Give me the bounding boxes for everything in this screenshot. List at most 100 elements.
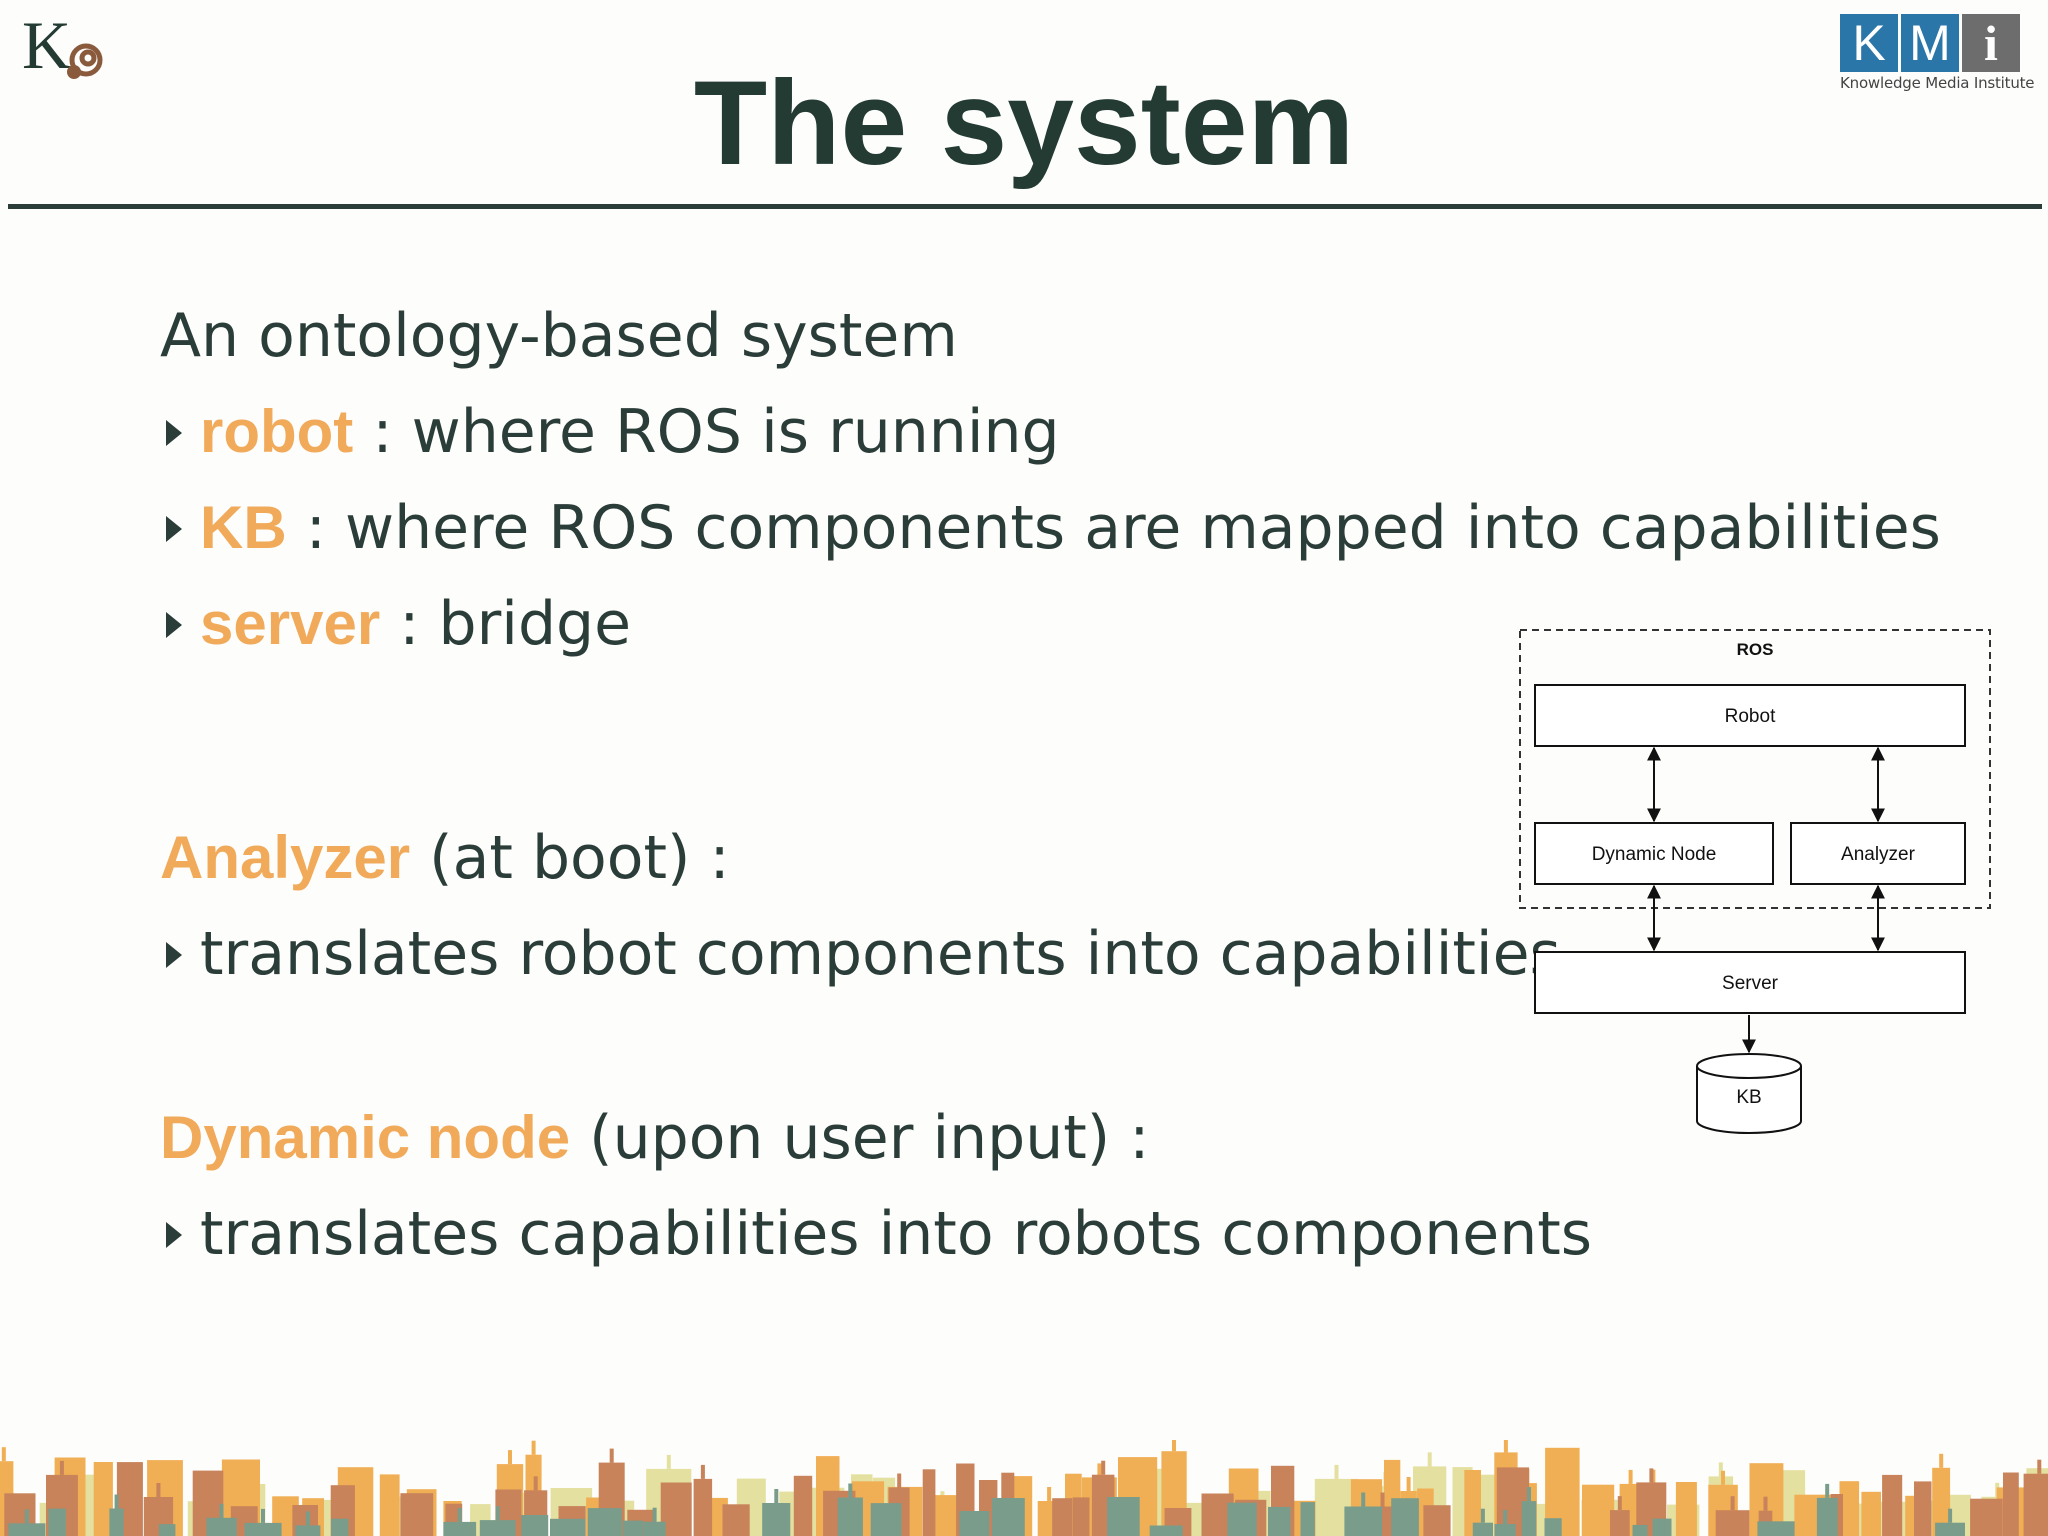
desc-robot: : where ROS is running xyxy=(353,397,1060,467)
skyline-spire xyxy=(533,1476,538,1491)
analyzer-label: Analyzer xyxy=(1841,844,1916,865)
skyline-building xyxy=(244,1522,282,1536)
skyline-spire xyxy=(1334,1464,1339,1479)
skyline-building xyxy=(1861,1491,1881,1536)
server-box xyxy=(1534,951,1966,1014)
skyline-spire xyxy=(1503,1440,1508,1453)
skyline-building xyxy=(1652,1518,1672,1536)
dynamic-node-description: translates capabilities into robots comp… xyxy=(200,1199,1593,1269)
skyline-spire xyxy=(1480,1508,1485,1523)
bullet-server: server : bridge xyxy=(160,588,631,660)
skyline-building xyxy=(1423,1505,1451,1536)
skyline-building xyxy=(1544,1518,1562,1536)
skyline-building xyxy=(622,1520,644,1536)
skyline-building xyxy=(443,1521,477,1536)
skyline-spire xyxy=(1721,1470,1725,1485)
skyline-building xyxy=(793,1475,813,1536)
server-label: Server xyxy=(1722,973,1779,994)
skyline-spire xyxy=(1527,1487,1531,1502)
skyline-building xyxy=(400,1493,434,1536)
skyline-spire xyxy=(609,1448,614,1463)
skyline-building xyxy=(93,1462,113,1536)
ros-group-box xyxy=(1519,629,1991,909)
skyline-building xyxy=(1300,1502,1315,1536)
bullet-dynamic-node: translates capabilities into robots comp… xyxy=(160,1198,1592,1270)
skyline-spire xyxy=(2037,1459,2042,1474)
architecture-diagram: ROS Robot Dynamic Node Analyzer Server K… xyxy=(1519,629,1991,1134)
term-robot: robot xyxy=(200,398,354,465)
bullet-kb: KB : where ROS components are mapped int… xyxy=(160,492,1941,564)
skyline-building xyxy=(693,1478,713,1536)
desc-server: : bridge xyxy=(380,589,632,659)
skyline-building xyxy=(2003,1472,2019,1536)
skyline-building xyxy=(109,1508,124,1536)
skyline-spire xyxy=(1649,1468,1654,1483)
skyline-spire xyxy=(114,1494,119,1509)
skyline-spire xyxy=(1730,1496,1735,1511)
skyline-building xyxy=(660,1482,692,1536)
skyline-building xyxy=(643,1521,666,1536)
bullet-triangle-icon xyxy=(166,612,182,638)
robot-box xyxy=(1534,684,1966,747)
skyline-spire xyxy=(531,1440,536,1455)
skyline-spire xyxy=(219,1503,224,1518)
skyline-building xyxy=(762,1503,791,1536)
intro-text: An ontology-based system xyxy=(160,301,958,371)
skyline-spire xyxy=(1948,1508,1953,1523)
bullet-triangle-icon xyxy=(166,420,182,446)
kmi-logo: K M i Knowledge Media Institute xyxy=(1840,14,2035,94)
skyline-building xyxy=(1344,1506,1383,1536)
skyline-building xyxy=(1149,1525,1183,1536)
skyline-building xyxy=(1107,1497,1140,1536)
dynamic-node-label: Dynamic Node xyxy=(1592,844,1717,865)
bullet-triangle-icon xyxy=(166,1222,182,1248)
skyline-spire xyxy=(652,1507,657,1522)
skyline-building xyxy=(1391,1498,1419,1536)
desc-kb: : where ROS components are mapped into c… xyxy=(286,493,1941,563)
skyline-spire xyxy=(897,1473,902,1488)
skyline-building xyxy=(991,1498,1025,1536)
kmi-letter-k: K xyxy=(1840,14,1898,72)
dynamic-node-qualifier: (upon user input) : xyxy=(570,1103,1150,1173)
skyline-spire xyxy=(1427,1452,1432,1467)
title-divider xyxy=(8,204,2042,209)
bullet-triangle-icon xyxy=(166,516,182,542)
skyline-building xyxy=(1932,1467,1951,1536)
skyline-spire xyxy=(156,1483,161,1497)
analyzer-heading: Analyzer (at boot) : xyxy=(160,822,730,894)
skyline-spire xyxy=(1825,1483,1830,1498)
skyline-building xyxy=(1935,1522,1965,1536)
skyline-spire xyxy=(1763,1496,1768,1511)
skyline-building xyxy=(1882,1474,1903,1536)
skyline-building xyxy=(1839,1481,1860,1536)
ros-label: ROS xyxy=(1737,640,1774,659)
skyline-spire xyxy=(59,1460,64,1475)
kmi-caption: Knowledge Media Institute xyxy=(1840,74,2035,92)
bullet-triangle-icon xyxy=(166,942,182,968)
skyline-spire xyxy=(1172,1440,1176,1452)
term-analyzer: Analyzer xyxy=(160,824,411,891)
skyline-building xyxy=(722,1504,750,1536)
skyline-building xyxy=(379,1474,400,1536)
skyline-building xyxy=(870,1503,902,1536)
term-server: server xyxy=(200,590,381,657)
bullet-robot: robot : where ROS is running xyxy=(160,396,1060,468)
skyline-spire xyxy=(261,1508,265,1523)
skyline-spire xyxy=(1406,1477,1411,1491)
skyline-spire xyxy=(1718,1462,1723,1477)
skyline-building xyxy=(1521,1501,1537,1536)
skyline-building xyxy=(1582,1484,1615,1536)
skyline-building xyxy=(1072,1497,1090,1536)
analyzer-box xyxy=(1790,822,1966,885)
skyline-spire xyxy=(1361,1492,1366,1507)
skyline-spire xyxy=(1101,1460,1106,1475)
robot-label: Robot xyxy=(1725,706,1776,727)
skyline-building xyxy=(331,1518,349,1536)
skyline-building xyxy=(587,1508,622,1536)
skyline-building xyxy=(8,1523,46,1536)
skyline-building xyxy=(1675,1482,1697,1536)
skyline-building xyxy=(479,1520,516,1536)
slide-title: The system xyxy=(693,56,1355,190)
city-skyline-decoration xyxy=(0,1440,2048,1536)
kb-label: KB xyxy=(1736,1087,1761,1108)
